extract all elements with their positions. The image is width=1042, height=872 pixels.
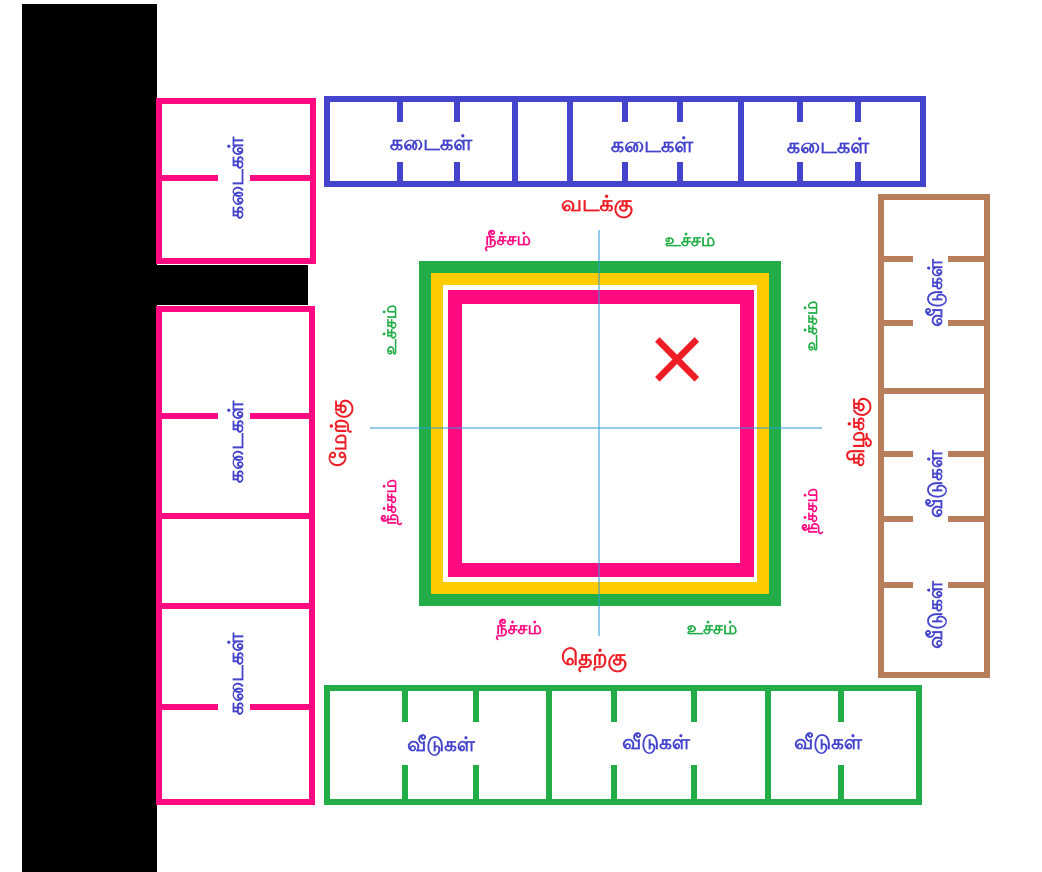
south-houses-label-1: வீடுகள்	[407, 732, 476, 756]
west-shops-top-block	[156, 98, 316, 264]
west-shops-bottom-label-2: கடைகள்	[224, 632, 248, 715]
direction-south: தெற்கு	[561, 646, 627, 673]
zone-north-west: நீச்சம்	[484, 229, 531, 252]
south-houses-label-2: வீடுகள்	[622, 730, 691, 754]
east-houses-label-3: வீடுகள்	[923, 580, 947, 649]
zone-south-east: உச்சம்	[687, 618, 738, 639]
plot-border-yellow	[431, 273, 769, 594]
west-shops-bottom-block	[156, 306, 315, 805]
west-shops-bottom-label-1: கடைகள்	[224, 400, 248, 483]
zone-south-west: நீச்சம்	[495, 618, 542, 641]
south-houses-block	[324, 685, 922, 805]
left-black-band	[22, 4, 308, 872]
north-shops-label-2: கடைகள்	[611, 133, 694, 157]
red-cross-mark: ×	[644, 313, 709, 403]
plot-border-pink	[448, 290, 754, 577]
west-shops-top-label: கடைகள்	[224, 136, 248, 219]
direction-east: கிழக்கு	[845, 397, 872, 467]
east-houses-label-2: வீடுகள்	[923, 449, 947, 518]
east-houses-block	[878, 194, 990, 678]
central-plot	[419, 261, 781, 606]
north-shops-label-1: கடைகள்	[390, 131, 473, 155]
east-houses-label-1: வீடுகள்	[923, 258, 947, 327]
plot-border-green	[419, 261, 781, 606]
zone-east-upper: உச்சம்	[801, 301, 822, 352]
direction-north: வடக்கு	[561, 192, 634, 219]
zone-west-upper: உச்சம்	[380, 305, 401, 356]
zone-west-lower: நீச்சம்	[380, 479, 403, 526]
direction-west: மேற்கு	[327, 399, 354, 467]
north-shops-label-3: கடைகள்	[787, 134, 870, 158]
zone-north-east: உச்சம்	[665, 230, 716, 251]
zone-east-lower: நீச்சம்	[801, 488, 824, 535]
south-houses-label-3: வீடுகள்	[794, 730, 863, 754]
north-shops-block	[324, 96, 926, 187]
